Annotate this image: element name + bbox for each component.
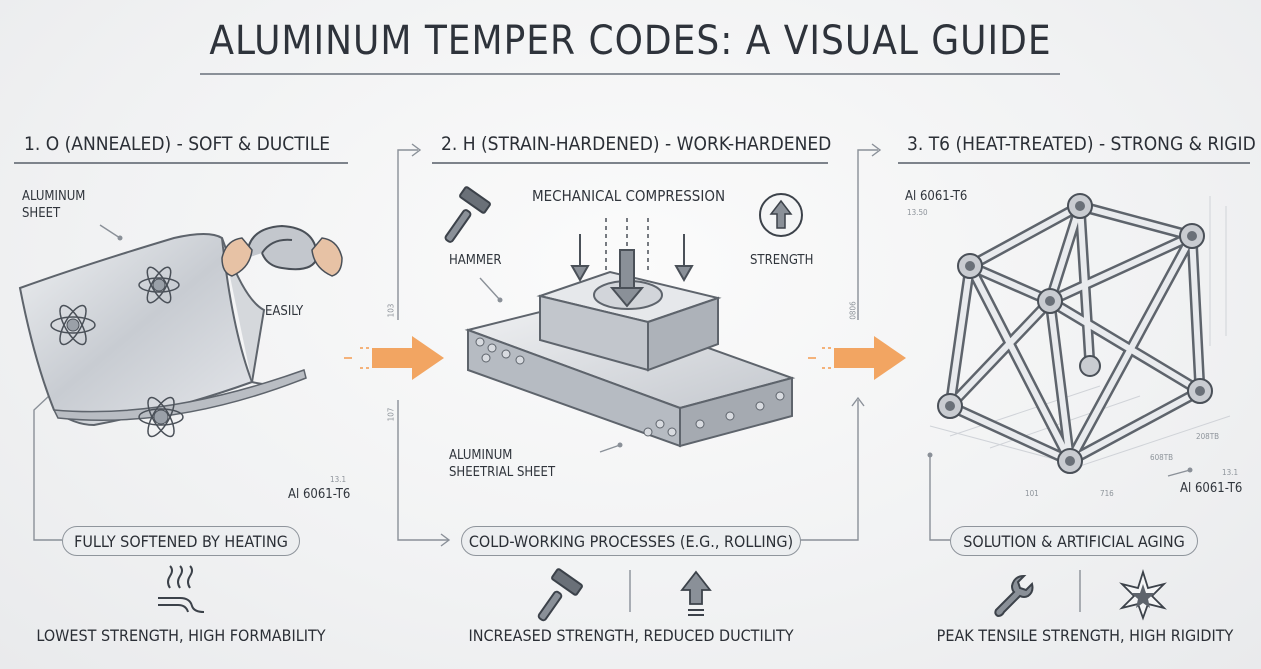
hands-bending-icon bbox=[221, 224, 343, 277]
wrench-icon bbox=[994, 574, 1034, 618]
section-2-sheet-label: ALUMINUM SHEETRIAL SHEET bbox=[449, 448, 556, 480]
section-3-alloy-top: Al 6061-T6 bbox=[905, 189, 968, 204]
sheet2-leader bbox=[599, 444, 621, 453]
section-2-tiny-b: 107 bbox=[386, 407, 396, 422]
section-1-result: LOWEST STRENGTH, HIGH FORMABILITY bbox=[36, 626, 326, 645]
section-3-entry-arrowhead bbox=[871, 143, 882, 157]
section-2-process-pill: COLD-WORKING PROCESSES (E.G., ROLLING) bbox=[461, 526, 801, 556]
section-1-rule bbox=[14, 162, 348, 164]
section-2-entry-line bbox=[397, 149, 418, 320]
section-3-dim-c: 716 bbox=[1100, 489, 1114, 498]
section-1-callout-line bbox=[33, 394, 62, 541]
section-2-pill-arrowhead bbox=[440, 533, 451, 547]
flow-arrow-2 bbox=[808, 336, 906, 380]
atom-icon bbox=[138, 266, 180, 304]
section-1-alloy-label: Al 6061-T6 bbox=[288, 487, 351, 502]
section-3-alloy-bottom: Al 6061-T6 bbox=[1180, 481, 1243, 496]
section-2-heading: 2. H (STRAIN-HARDENED) - WORK-HARDENED bbox=[441, 133, 832, 155]
section-3-callout-line bbox=[929, 455, 950, 541]
section-2-entry-arrowhead bbox=[411, 143, 422, 157]
section-3-process-pill: SOLUTION & ARTIFICIAL AGING bbox=[950, 526, 1198, 556]
truss-frame-illustration bbox=[929, 193, 1231, 474]
hammer-leader bbox=[479, 277, 501, 301]
section-3-tiny-b: 13.1 bbox=[1222, 468, 1239, 477]
section-1-process-pill: FULLY SOFTENED BY HEATING bbox=[62, 526, 300, 556]
heat-waves-icon bbox=[158, 565, 205, 613]
sheet-leader bbox=[99, 224, 121, 239]
hammer-icon bbox=[444, 186, 491, 243]
section-3-rule bbox=[898, 162, 1250, 164]
section-3-dim-a: 208TB bbox=[1196, 432, 1220, 441]
flow-arrow-1 bbox=[344, 336, 444, 380]
section-1-heading: 1. O (ANNEALED) - SOFT & DUCTILE bbox=[24, 133, 331, 155]
section-2-return-arrowhead bbox=[851, 396, 865, 407]
arrow-up-icon bbox=[759, 193, 803, 237]
section-2-tiny-a: 103 bbox=[386, 303, 396, 318]
title-underline bbox=[200, 73, 1060, 75]
section-2-pill-line bbox=[397, 400, 448, 541]
alloy-leader bbox=[1167, 469, 1191, 477]
atom-icon bbox=[50, 304, 96, 346]
compression-label: MECHANICAL COMPRESSION bbox=[532, 187, 726, 205]
section-3-alloy-top-sub: 13.50 bbox=[907, 208, 928, 217]
hammer-label: HAMMER bbox=[449, 253, 502, 268]
section-3-entry-line bbox=[857, 149, 878, 320]
section-3-heading: 3. T6 (HEAT-TREATED) - STRONG & RIGID bbox=[907, 133, 1256, 155]
page-title: ALUMINUM TEMPER CODES: A VISUAL GUIDE bbox=[209, 18, 1052, 64]
arrow-up-icon bbox=[680, 570, 712, 616]
sheet-label: ALUMINUM SHEET bbox=[22, 189, 86, 221]
section-3-dim-b: 608TB bbox=[1150, 453, 1174, 462]
section-2-rule bbox=[432, 162, 828, 164]
star-burst-icon bbox=[1119, 568, 1167, 621]
hammer-icon bbox=[537, 568, 583, 622]
compression-block-illustration bbox=[464, 218, 796, 448]
section-3-dim-d: 101 bbox=[1025, 489, 1039, 498]
atom-icon bbox=[138, 396, 184, 438]
section-2-result: INCREASED STRENGTH, REDUCED DUCTILITY bbox=[468, 626, 794, 645]
easily-label: EASILY bbox=[265, 304, 304, 319]
section-2-return-line bbox=[800, 400, 859, 541]
section-1-tiny-number: 13.1 bbox=[330, 475, 347, 484]
strength-label: STRENGTH bbox=[750, 253, 814, 268]
section-3-tiny-a: 0806 bbox=[848, 301, 858, 320]
section-3-result: PEAK TENSILE STRENGTH, HIGH RIGIDITY bbox=[936, 626, 1234, 645]
